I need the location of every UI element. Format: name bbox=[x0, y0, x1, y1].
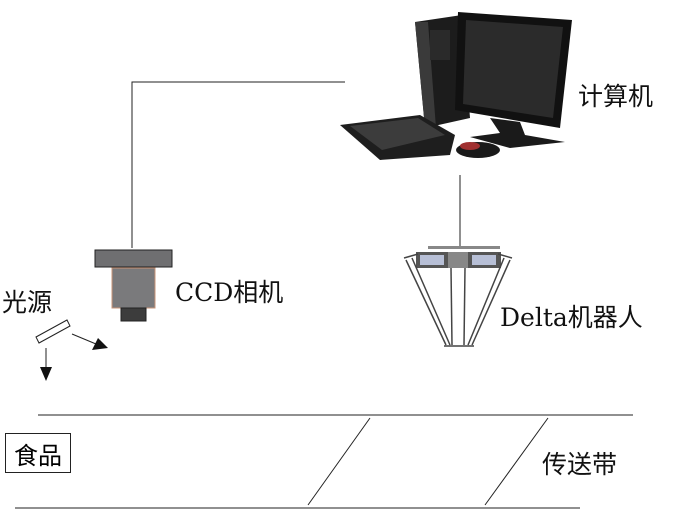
light-source-icon bbox=[35, 319, 108, 381]
computer-icon bbox=[340, 12, 572, 160]
light-source-label: 光源 bbox=[2, 288, 53, 317]
ccd-camera-icon bbox=[94, 249, 173, 322]
delta-robot-icon bbox=[403, 246, 513, 347]
ccd-camera-label: CCD相机 bbox=[175, 278, 284, 307]
delta-robot-label: Delta机器人 bbox=[500, 303, 643, 332]
conveyor-belt bbox=[15, 414, 633, 509]
conveyor-label: 传送带 bbox=[542, 450, 618, 479]
computer-label: 计算机 bbox=[578, 82, 654, 111]
camera-computer-cable bbox=[131, 81, 345, 248]
food-item: 食品 bbox=[5, 433, 71, 473]
